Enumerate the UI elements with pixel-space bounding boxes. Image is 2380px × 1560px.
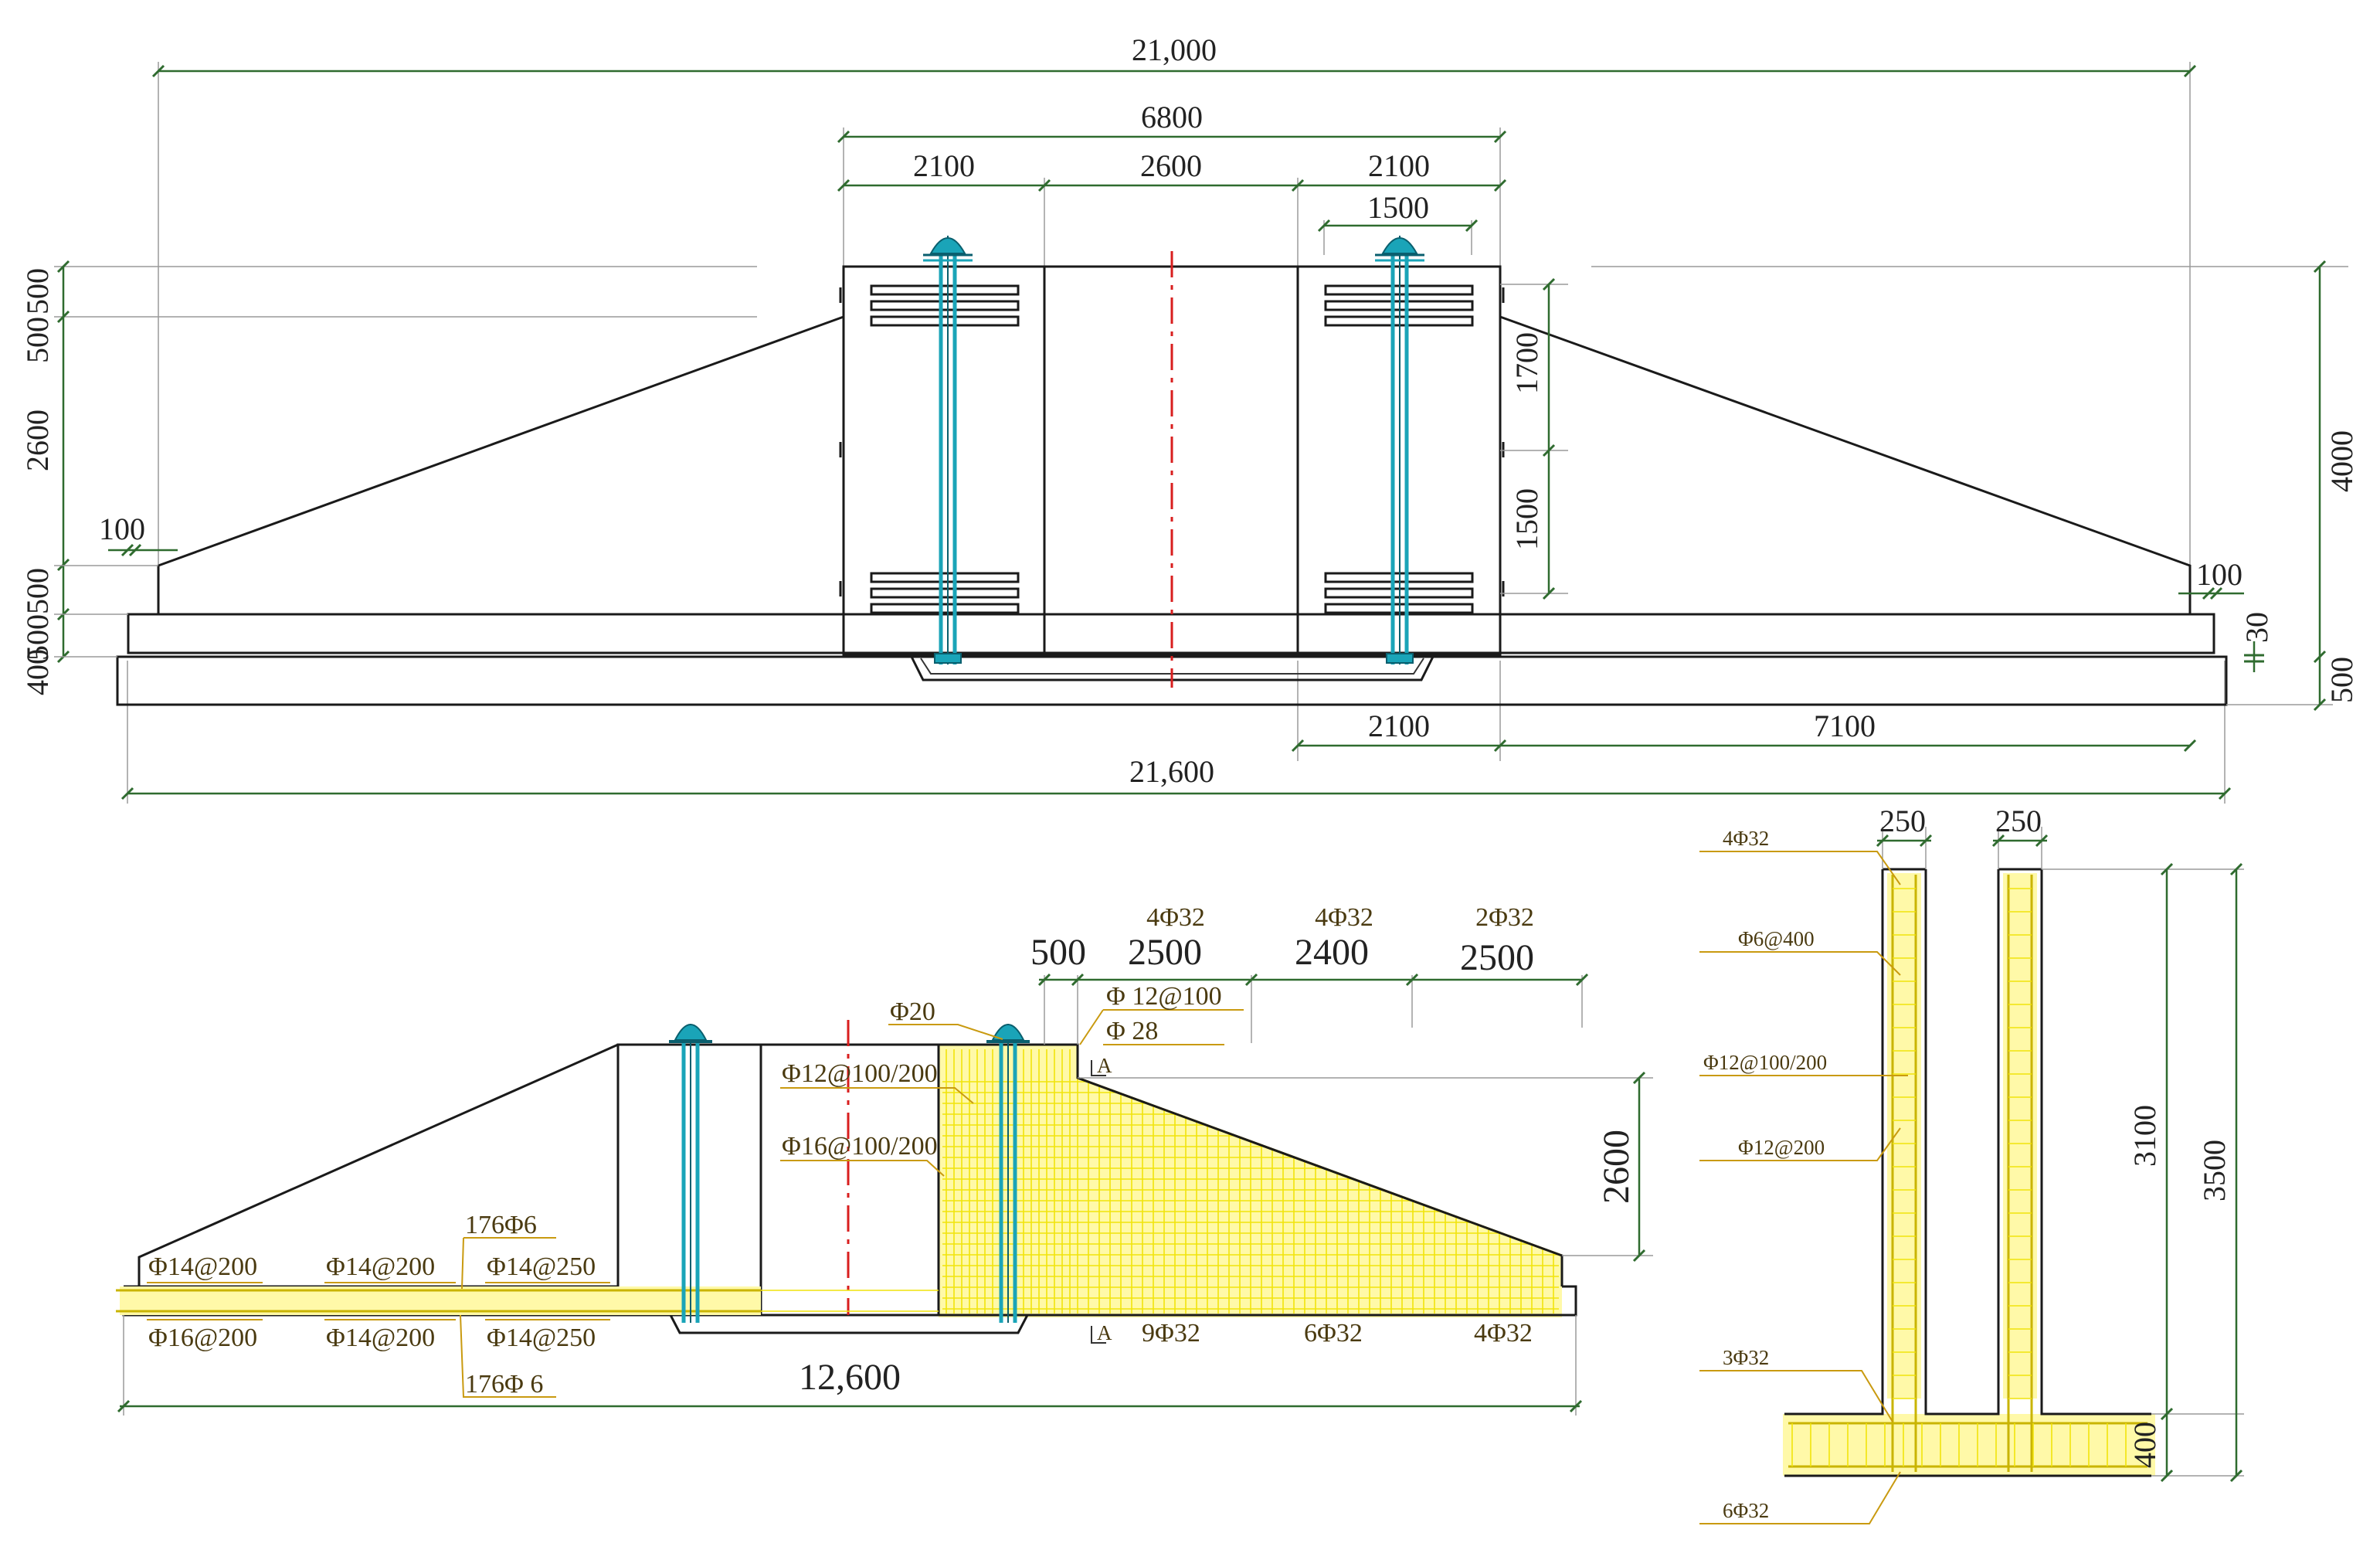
dim-6800: 6800 <box>1141 100 1203 134</box>
lbl-d12-100: Φ 12@100 <box>1106 982 1222 1011</box>
lbl-d14-200-c: Φ14@200 <box>326 1324 435 1352</box>
dim-block-left: 2100 <box>913 148 975 183</box>
dim-left-2600: 2600 <box>20 410 55 471</box>
lbl-d16-200: Φ16@200 <box>148 1324 257 1352</box>
dim-left-500-third: 500 <box>20 568 55 614</box>
lbl-176d6-top: 176Φ6 <box>465 1211 537 1239</box>
lbl-d20: Φ20 <box>890 998 935 1026</box>
lbl-d14-250-bottom: Φ14@250 <box>487 1324 596 1352</box>
wall-dim-3100: 3100 <box>2127 1105 2162 1167</box>
sec-dim-12600: 12,600 <box>799 1357 901 1398</box>
wall-lbl-6-400: Φ6@400 <box>1738 927 1815 950</box>
anchor-bolt-left <box>923 236 973 664</box>
wall-dim-250-right: 250 <box>1995 804 2042 838</box>
dim-right-1500: 1500 <box>1509 488 1544 550</box>
dim-right-1700: 1700 <box>1509 332 1544 394</box>
sec-top-2d32: 2Φ32 <box>1475 903 1534 932</box>
wall-lbl-6d32: 6Φ32 <box>1723 1499 1769 1522</box>
dim-21000: 21,000 <box>1132 32 1217 67</box>
section-anchor-right <box>986 1024 1030 1323</box>
section-anchor-left <box>669 1024 712 1323</box>
sec-top-4d32-b: 4Φ32 <box>1315 903 1373 932</box>
lbl-d16-100-200: Φ16@100/200 <box>782 1132 938 1161</box>
left-wing <box>157 315 844 614</box>
lbl-d28: Φ 28 <box>1106 1017 1158 1045</box>
lbl-4d32-bottom: 4Φ32 <box>1474 1319 1533 1348</box>
wall-dim-400: 400 <box>2127 1422 2162 1468</box>
lbl-176d6-bottom: 176Φ 6 <box>465 1370 543 1399</box>
wall-detail: 250 250 3100 400 3500 4Φ32 Φ6@400 Φ12@10… <box>1699 804 2244 1524</box>
dim-left-500-fourth: 500 <box>20 614 55 661</box>
elevation-view: 21,000 6800 2100 2600 2100 1500 500 500 … <box>20 32 2359 804</box>
sec-dim-2600: 2600 <box>1596 1130 1637 1204</box>
section-left-wing <box>138 1043 619 1286</box>
lbl-d14-200-b: Φ14@200 <box>326 1252 435 1281</box>
wall-mid-outline <box>1924 869 2000 1416</box>
sec-dim-500: 500 <box>1030 932 1086 973</box>
wall-dim-250-left: 250 <box>1879 804 1926 838</box>
lbl-d14-200-a: Φ14@200 <box>148 1252 257 1281</box>
left-slots-bottom <box>870 572 1020 614</box>
section-trough <box>669 1314 1029 1334</box>
dim-left-400: 400 <box>20 649 55 695</box>
dim-edge-right: 100 <box>2196 557 2242 592</box>
wall-lbl-3d32: 3Φ32 <box>1723 1346 1769 1369</box>
lbl-6d32: 6Φ32 <box>1304 1319 1363 1348</box>
dim-block-mid: 2600 <box>1140 148 1202 183</box>
dim-edge-left: 100 <box>99 512 145 546</box>
lbl-d12-100-200: Φ12@100/200 <box>782 1059 938 1088</box>
sec-top-4d32-a: 4Φ32 <box>1146 903 1205 932</box>
dim-right-30: 30 <box>2239 612 2274 643</box>
lbl-9d32: 9Φ32 <box>1142 1319 1200 1348</box>
dim-anchor-span: 1500 <box>1367 190 1429 225</box>
wall-lbl-12-200: Φ12@200 <box>1738 1136 1825 1159</box>
right-wing <box>1499 315 2192 614</box>
dim-right-4000: 4000 <box>2324 430 2359 492</box>
dim-block-right: 2100 <box>1368 148 1430 183</box>
rebar-mesh <box>939 1045 1563 1317</box>
dim-21600: 21,600 <box>1129 754 1214 789</box>
section-mark-top: A <box>1097 1054 1112 1077</box>
dim-bottom-7100: 7100 <box>1814 709 1876 743</box>
wall-dim-3500: 3500 <box>2197 1140 2232 1201</box>
sec-dim-2500-a: 2500 <box>1128 932 1202 973</box>
dim-left-500-top: 500 <box>20 268 55 314</box>
dim-bottom-2100: 2100 <box>1368 709 1430 743</box>
anchor-bolt-right <box>1375 236 1424 664</box>
sec-dim-2500-b: 2500 <box>1460 937 1534 978</box>
lbl-d14-250-top: Φ14@250 <box>487 1252 596 1281</box>
dim-left-500-second: 500 <box>20 317 55 363</box>
wall-left-outline <box>1784 869 1884 1416</box>
wall-rebar <box>1788 875 2147 1472</box>
section-mark-bottom: A <box>1097 1321 1112 1344</box>
section-view: A A 500 2500 2400 2500 4Φ32 4Φ32 2Φ32 26… <box>116 903 1653 1416</box>
wall-lbl-4d32: 4Φ32 <box>1723 827 1769 850</box>
wall-lbl-12-100-200: Φ12@100/200 <box>1703 1051 1827 1074</box>
dim-right-500: 500 <box>2324 657 2359 703</box>
sec-dim-2400: 2400 <box>1295 932 1369 973</box>
left-slots-top <box>870 284 1020 327</box>
